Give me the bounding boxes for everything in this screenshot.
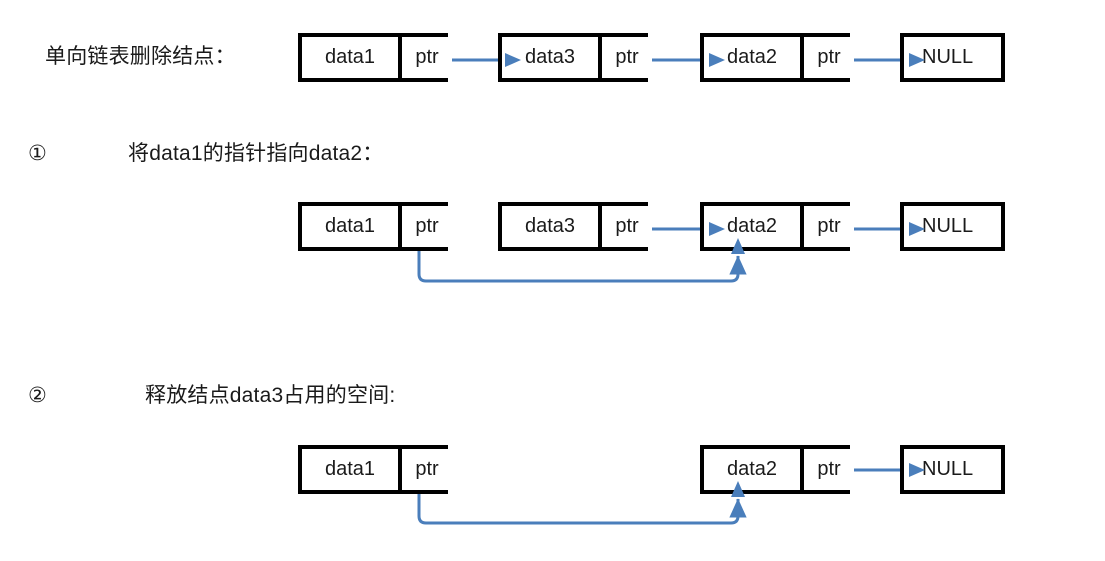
node-cell-data: data2 — [704, 206, 800, 247]
node-cell-ptr: ptr — [800, 449, 854, 490]
node-cell-ptr: ptr — [398, 206, 452, 247]
node-cell-ptr: ptr — [800, 206, 854, 247]
node-r2-null: NULL — [900, 202, 1005, 251]
page-title: 单向链表删除结点： — [45, 45, 236, 68]
node-r3-null: NULL — [900, 445, 1005, 494]
node-r1-null: NULL — [900, 33, 1005, 82]
node-cell-data: data1 — [302, 449, 398, 490]
node-cell-data: data1 — [302, 37, 398, 78]
node-cell-ptr: ptr — [800, 37, 854, 78]
node-r3-data2: data2 ptr — [700, 445, 854, 494]
step-text-2: 释放结点data3占用的空间: — [145, 384, 396, 407]
node-r3-data1: data1 ptr — [298, 445, 452, 494]
node-cell-data: NULL — [904, 449, 1001, 490]
node-r2-data3: data3 ptr — [498, 202, 652, 251]
node-cell-data: data2 — [704, 37, 800, 78]
arrow-r3-data1-to-data2-elbow — [417, 494, 747, 525]
node-r2-data1: data1 ptr — [298, 202, 452, 251]
step-marker-2: ② — [28, 384, 47, 407]
step-text-1: 将data1的指针指向data2： — [128, 142, 384, 165]
arrow-r2-data1-to-data2-elbow — [417, 251, 747, 283]
node-r1-data2: data2 ptr — [700, 33, 854, 82]
node-cell-data: NULL — [904, 206, 1001, 247]
node-cell-data: data3 — [502, 206, 598, 247]
node-cell-data: data2 — [704, 449, 800, 490]
node-cell-ptr: ptr — [398, 37, 452, 78]
node-cell-data: data3 — [502, 37, 598, 78]
node-r1-data1: data1 ptr — [298, 33, 452, 82]
node-cell-ptr: ptr — [598, 206, 652, 247]
step-marker-1: ① — [28, 142, 47, 165]
node-cell-ptr: ptr — [598, 37, 652, 78]
node-r1-data3: data3 ptr — [498, 33, 652, 82]
node-r2-data2: data2 ptr — [700, 202, 854, 251]
node-cell-ptr: ptr — [398, 449, 452, 490]
node-cell-data: NULL — [904, 37, 1001, 78]
node-cell-data: data1 — [302, 206, 398, 247]
